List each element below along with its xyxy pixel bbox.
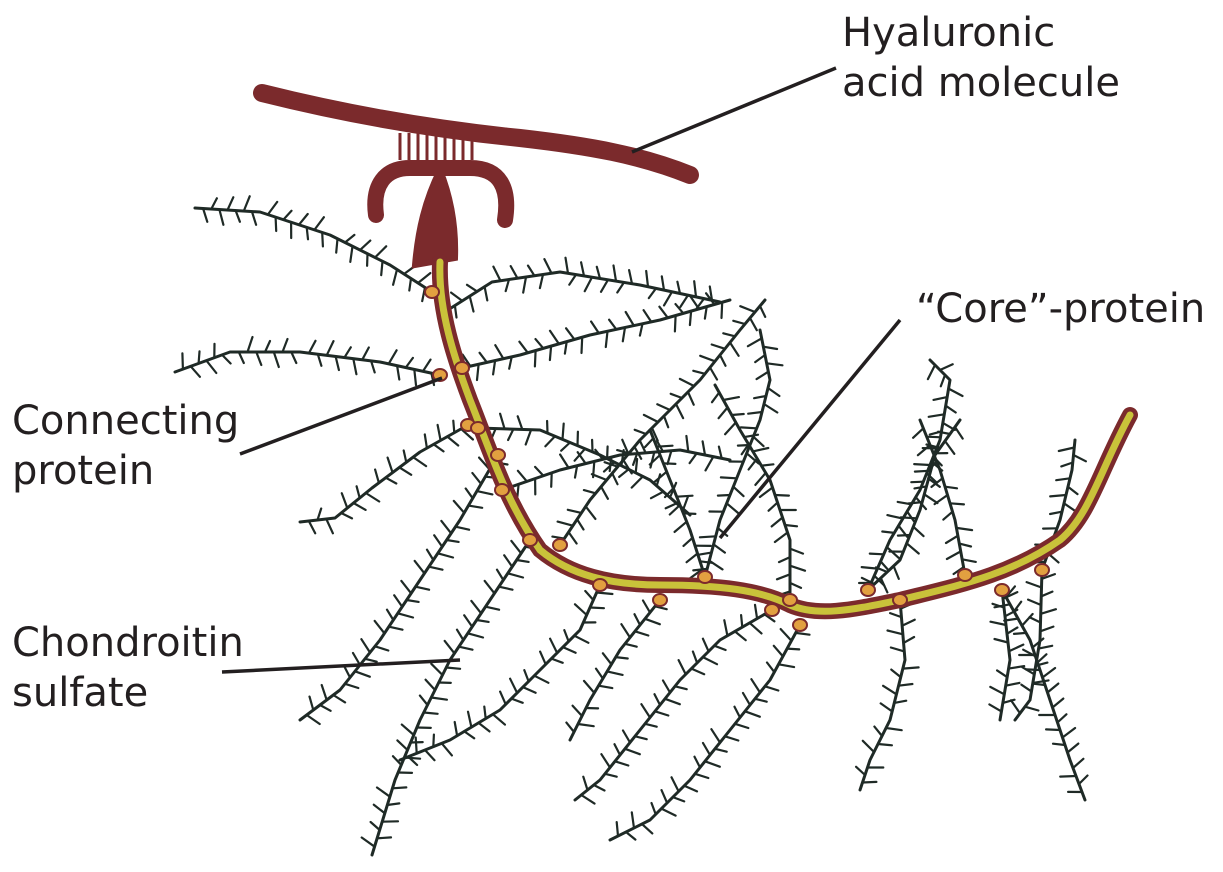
connecting-protein-node — [793, 619, 807, 631]
chain-spikes — [862, 427, 963, 592]
label-hyaluronic-line2: acid molecule — [842, 58, 1120, 108]
hyaluronic-acid-molecule — [262, 93, 690, 265]
chain-spikes — [309, 421, 473, 534]
label-connecting-protein: Connecting protein — [12, 396, 239, 496]
leader-connecting — [240, 378, 442, 454]
chain-backbone — [868, 360, 950, 590]
connecting-protein-node — [593, 579, 607, 591]
chain-spikes — [645, 438, 712, 578]
chain-backbone — [195, 208, 432, 292]
chondroitin-chain — [195, 196, 432, 301]
chain-spikes — [307, 458, 508, 724]
label-chondroitin-line1: Chondroitin — [12, 618, 244, 668]
connecting-protein-node — [861, 584, 875, 596]
binding-stem — [415, 170, 455, 265]
chain-backbone — [1015, 570, 1042, 720]
chain-spikes — [435, 258, 712, 318]
connecting-protein-node — [491, 449, 505, 461]
chondroitin-chain — [859, 360, 962, 590]
label-hyaluronic-acid: Hyaluronic acid molecule — [842, 8, 1120, 108]
connecting-protein-node — [495, 484, 509, 496]
connecting-protein-node — [783, 594, 797, 606]
chondroitin-chain — [400, 585, 612, 765]
leader-chondroitin — [222, 660, 460, 672]
connecting-protein-node — [553, 539, 567, 551]
label-connecting-line2: protein — [12, 446, 239, 496]
chain-backbone — [705, 330, 770, 577]
leader-hyaluronic — [632, 68, 836, 152]
chondroitin-chain — [435, 258, 720, 318]
connecting-protein-node — [995, 584, 1009, 596]
chondroitin-chain — [693, 330, 782, 577]
connecting-protein-node — [523, 534, 537, 546]
chain-spikes — [501, 436, 722, 496]
label-core-protein: “Core”-protein — [916, 284, 1205, 334]
chain-spikes — [581, 605, 774, 804]
connecting-protein-node — [455, 362, 469, 374]
chondroitin-chain — [300, 421, 473, 534]
label-connecting-line1: Connecting — [12, 396, 239, 446]
chain-spikes — [859, 364, 962, 585]
leader-lines — [222, 68, 900, 672]
chain-backbone — [400, 585, 600, 760]
chain-spikes — [408, 591, 612, 765]
connecting-protein-node — [698, 571, 712, 583]
chain-backbone — [868, 420, 960, 590]
chondroitin-chain — [610, 625, 810, 840]
label-core-line1: “Core”-protein — [916, 284, 1205, 334]
chain-spikes — [989, 592, 1024, 711]
chain-spikes — [856, 602, 919, 782]
connecting-protein-node — [653, 594, 667, 606]
chain-backbone — [860, 600, 905, 790]
connecting-protein-node — [425, 286, 439, 298]
chain-backbone — [715, 385, 790, 600]
label-chondroitin-line2: sulfate — [12, 668, 244, 718]
label-hyaluronic-line1: Hyaluronic — [842, 8, 1120, 58]
chondroitin-chain — [175, 337, 440, 385]
chondroitin-chain — [856, 600, 919, 790]
chondroitin-chain — [566, 600, 666, 740]
chain-backbone — [300, 425, 468, 522]
connecting-protein-node — [1035, 564, 1049, 576]
connecting-protein-node — [958, 569, 972, 581]
connecting-protein-node — [471, 422, 485, 434]
chondroitin-chain — [575, 605, 774, 804]
chain-spikes — [203, 196, 430, 301]
leader-core — [720, 320, 900, 538]
chondroitin-chain — [300, 455, 508, 724]
chain-spikes — [463, 293, 723, 380]
chain-spikes — [566, 601, 666, 733]
connecting-protein-node — [765, 604, 779, 616]
chondroitin-chain — [462, 293, 730, 380]
chain-backbone — [300, 455, 498, 720]
chain-spikes — [182, 337, 434, 385]
connecting-protein-node — [893, 594, 907, 606]
label-chondroitin-sulfate: Chondroitin sulfate — [12, 618, 244, 718]
